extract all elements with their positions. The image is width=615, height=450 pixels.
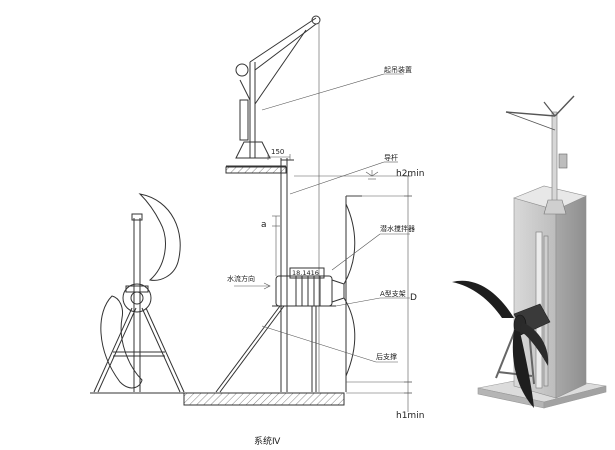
label-h2min: h2min [396,169,424,179]
render-blade-top [452,280,514,318]
label-dim-150: 150 [271,148,284,156]
floor-slab [183,392,345,406]
label-rear-support: 后支撑 [376,352,397,361]
render-tank-side [555,195,587,399]
front-upper-blade [138,193,181,281]
lifting-device [235,15,321,392]
label-h1min: h1min [396,411,424,421]
label-flow-direction: 水流方向 [227,274,255,283]
side-elevation: 起吊装置 导杆 h2min 150 a 潜水搅拌器 水流方向 18.1416 A… [183,15,424,447]
dimensions [234,154,412,412]
label-dim-a: a [261,220,267,230]
leader-lines [261,73,410,363]
render-blade-bottom [512,330,534,408]
label-system: 系统Ⅳ [254,435,281,447]
label-guide-rod: 导杆 [384,153,398,162]
front-lower-blade [100,295,143,389]
label-dim-d: D [410,293,417,303]
label-lifting-device: 起吊装置 [384,65,412,74]
front-hub [122,283,152,313]
top-platform [225,166,287,174]
label-pipe-spec: 18.1416 [292,269,319,277]
rear-support-strut [215,305,281,393]
render-3d [452,95,607,409]
label-bracket-a: A型支架 [380,289,406,298]
front-view-mixer [90,193,188,394]
render-blade-right [520,322,549,366]
label-mixer: 潜水搅拌器 [380,224,415,233]
side-mixer [275,203,356,377]
